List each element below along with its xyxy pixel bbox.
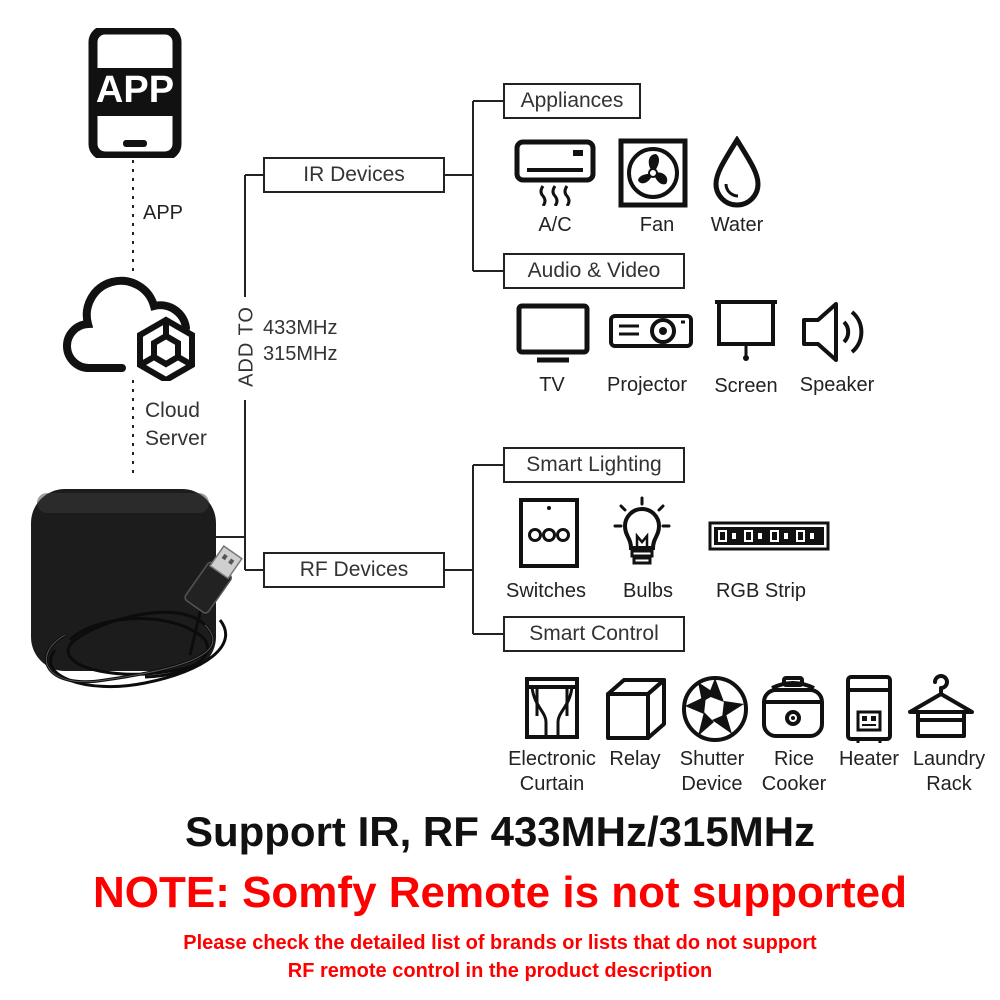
control-label-line1: Rice — [773, 748, 814, 770]
cloud-label-line2: Server — [145, 427, 207, 450]
somfy-note: NOTE: Somfy Remote is not supported — [92, 868, 908, 917]
control-label-line2: Device — [681, 773, 743, 795]
curtain-icon — [525, 677, 579, 739]
control-label-line1: Relay — [609, 748, 661, 770]
shutter-aperture-icon — [682, 676, 748, 742]
control-label-line1: Heater — [838, 748, 900, 770]
ir-devices-box: IR Devices — [263, 157, 445, 193]
cloud-server-icon — [63, 276, 195, 381]
control-label-line1: Laundry — [912, 748, 986, 770]
detail-note-line2: RF remote control in the product descrip… — [287, 960, 713, 982]
appliances-box: Appliances — [503, 83, 641, 119]
phone-icon — [88, 28, 182, 158]
app-icon-text: APP — [95, 69, 175, 111]
smart-control-box: Smart Control — [503, 616, 685, 652]
av-label: Projector — [606, 374, 688, 396]
wall-switch-icon — [519, 498, 579, 568]
freq-433-label: 433MHz — [263, 317, 338, 339]
speaker-icon — [802, 302, 864, 362]
appliance-label: Fan — [639, 214, 675, 236]
audio-video-box: Audio & Video — [503, 253, 685, 289]
lighting-label: RGB Strip — [715, 580, 807, 602]
bulb-icon — [613, 496, 671, 565]
control-label-line2: Rack — [926, 773, 972, 795]
appliance-label: A/C — [538, 214, 572, 236]
control-label-line2: Cooker — [761, 773, 827, 795]
control-label-line2: Curtain — [519, 773, 585, 795]
cloud-label-line1: Cloud — [145, 399, 200, 422]
app-label: APP — [143, 202, 184, 224]
av-label: TV — [539, 374, 565, 396]
appliance-label: Water — [710, 214, 764, 236]
rf-devices-box: RF Devices — [263, 552, 445, 588]
rice-cooker-icon — [762, 676, 824, 738]
lighting-label: Bulbs — [622, 580, 674, 602]
control-label-line1: Electronic — [508, 748, 596, 770]
laundry-rack-icon — [908, 674, 974, 738]
tv-icon — [516, 303, 590, 363]
av-label: Screen — [714, 375, 778, 397]
fan-icon — [618, 138, 688, 208]
hub-device-image — [31, 489, 243, 689]
add-to-label: ADD TO — [235, 306, 258, 387]
water-heater-icon — [846, 675, 892, 743]
av-label: Speaker — [799, 374, 875, 396]
relay-cube-icon — [606, 678, 666, 740]
freq-315-label: 315MHz — [263, 343, 338, 365]
air-conditioner-icon — [514, 139, 596, 206]
projection-screen-icon — [715, 300, 777, 361]
detail-note-line1: Please check the detailed list of brands… — [183, 932, 817, 954]
support-headline: Support IR, RF 433MHz/315MHz — [184, 808, 816, 855]
smart-lighting-box: Smart Lighting — [503, 447, 685, 483]
rgb-strip-icon — [708, 521, 830, 551]
control-label-line1: Shutter — [679, 748, 745, 770]
lighting-label: Switches — [505, 580, 587, 602]
projector-icon — [609, 314, 693, 348]
water-drop-icon — [713, 136, 761, 208]
